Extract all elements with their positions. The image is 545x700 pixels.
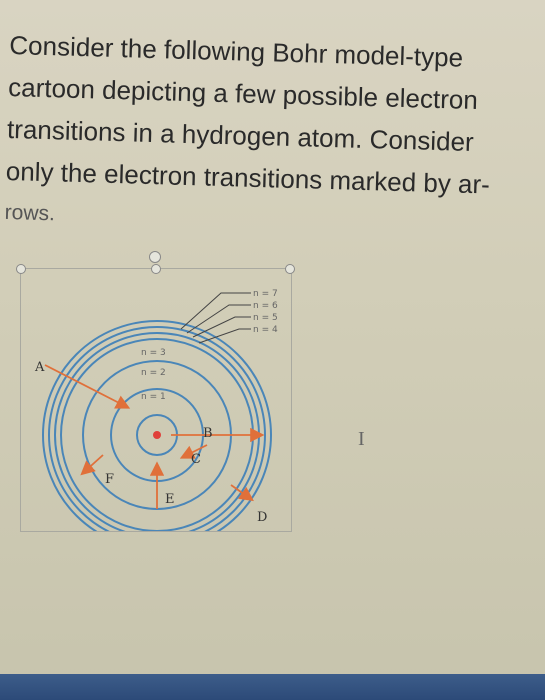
level-label-n4: n = 4 xyxy=(253,325,278,335)
level-label-n3: n = 3 xyxy=(141,348,166,358)
text-cursor-icon: I xyxy=(358,428,365,450)
arrow-label-B: B xyxy=(203,426,213,441)
arrow-label-D: D xyxy=(257,510,267,525)
level-label-n2: n = 2 xyxy=(141,368,166,378)
arrow-label-A: A xyxy=(34,360,45,375)
arrow-C xyxy=(179,444,208,459)
arrow-label-E: E xyxy=(165,492,175,507)
arrow-D xyxy=(230,484,254,502)
rotate-handle-icon[interactable] xyxy=(149,251,161,263)
bottom-taskbar xyxy=(0,674,545,700)
resize-handle-top-right[interactable] xyxy=(285,264,295,274)
arrow-F xyxy=(80,454,104,476)
nucleus xyxy=(153,431,161,439)
arrow-label-F: F xyxy=(105,472,114,487)
bohr-model-figure[interactable]: n = 7 n = 6 n = 5 n = 4 n = 3 n = 2 n = … xyxy=(16,251,295,550)
level-label-n6: n = 6 xyxy=(253,301,278,311)
question-text: Consider the following Bohr model-type c… xyxy=(4,24,540,249)
arrow-A xyxy=(44,364,131,409)
level-label-n1: n = 1 xyxy=(141,392,166,402)
resize-handle-top[interactable] xyxy=(151,264,161,274)
leader-lines xyxy=(180,292,251,344)
arrow-label-C: C xyxy=(191,452,201,467)
resize-handle-top-left[interactable] xyxy=(16,264,26,274)
level-label-n5: n = 5 xyxy=(253,313,278,323)
level-label-n7: n = 7 xyxy=(253,289,278,299)
bohr-diagram: n = 7 n = 6 n = 5 n = 4 n = 3 n = 2 n = … xyxy=(34,289,278,550)
transition-arrows xyxy=(44,364,265,509)
